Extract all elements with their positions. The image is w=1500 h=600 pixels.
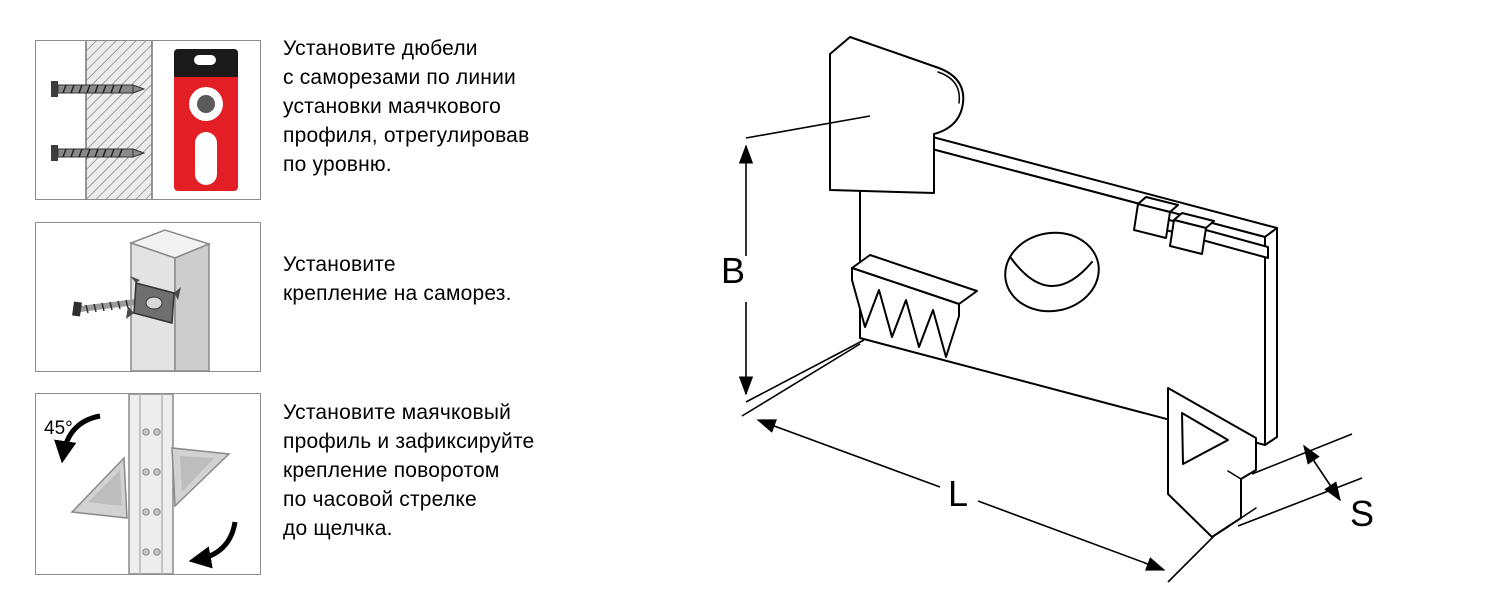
locking-tabs	[1133, 196, 1269, 259]
dimension-L-label: L	[948, 473, 968, 514]
angle-label: 45°	[44, 418, 73, 439]
dowel-screw-bottom	[51, 145, 146, 161]
corner-bracket	[1167, 387, 1257, 538]
spirit-level-icon	[174, 49, 238, 191]
clip-left	[70, 456, 128, 519]
technical-drawing: B L S	[700, 0, 1500, 600]
mounting-flange	[829, 36, 965, 194]
step-3-figure: 45°	[35, 393, 261, 575]
beacon-profile	[128, 394, 174, 574]
column	[128, 229, 212, 371]
fastener-isometric-drawing: B L S	[721, 36, 1374, 583]
rotate-to-lock-illustration: 45°	[44, 394, 238, 574]
center-hole	[1004, 231, 1100, 313]
wall-section	[85, 41, 153, 199]
serrated-teeth	[851, 254, 978, 358]
fastener-clip-icon	[126, 276, 181, 324]
clip-on-screw-illustration	[72, 229, 212, 371]
step-3-text: Установите маячковый профиль и зафиксиру…	[283, 401, 535, 540]
step-2-text: Установите крепление на саморез.	[283, 253, 512, 305]
clip-right	[171, 447, 231, 508]
rotation-arrow-top	[54, 413, 101, 464]
dimension-L: L	[741, 343, 1215, 583]
dimension-B: B	[721, 115, 871, 403]
dimension-S: S	[1237, 433, 1374, 534]
dimension-B-label: B	[721, 250, 745, 291]
screw-icon	[72, 299, 137, 317]
step-2-figure	[35, 222, 261, 372]
dowel-screw-top	[51, 81, 146, 97]
step-1-text: Установите дюбели с саморезами по линии …	[283, 37, 530, 176]
rotation-arrow-bottom	[188, 521, 238, 569]
level-and-dowels-illustration	[51, 41, 238, 199]
dimension-S-label: S	[1350, 493, 1374, 534]
step-1-figure	[35, 40, 261, 200]
